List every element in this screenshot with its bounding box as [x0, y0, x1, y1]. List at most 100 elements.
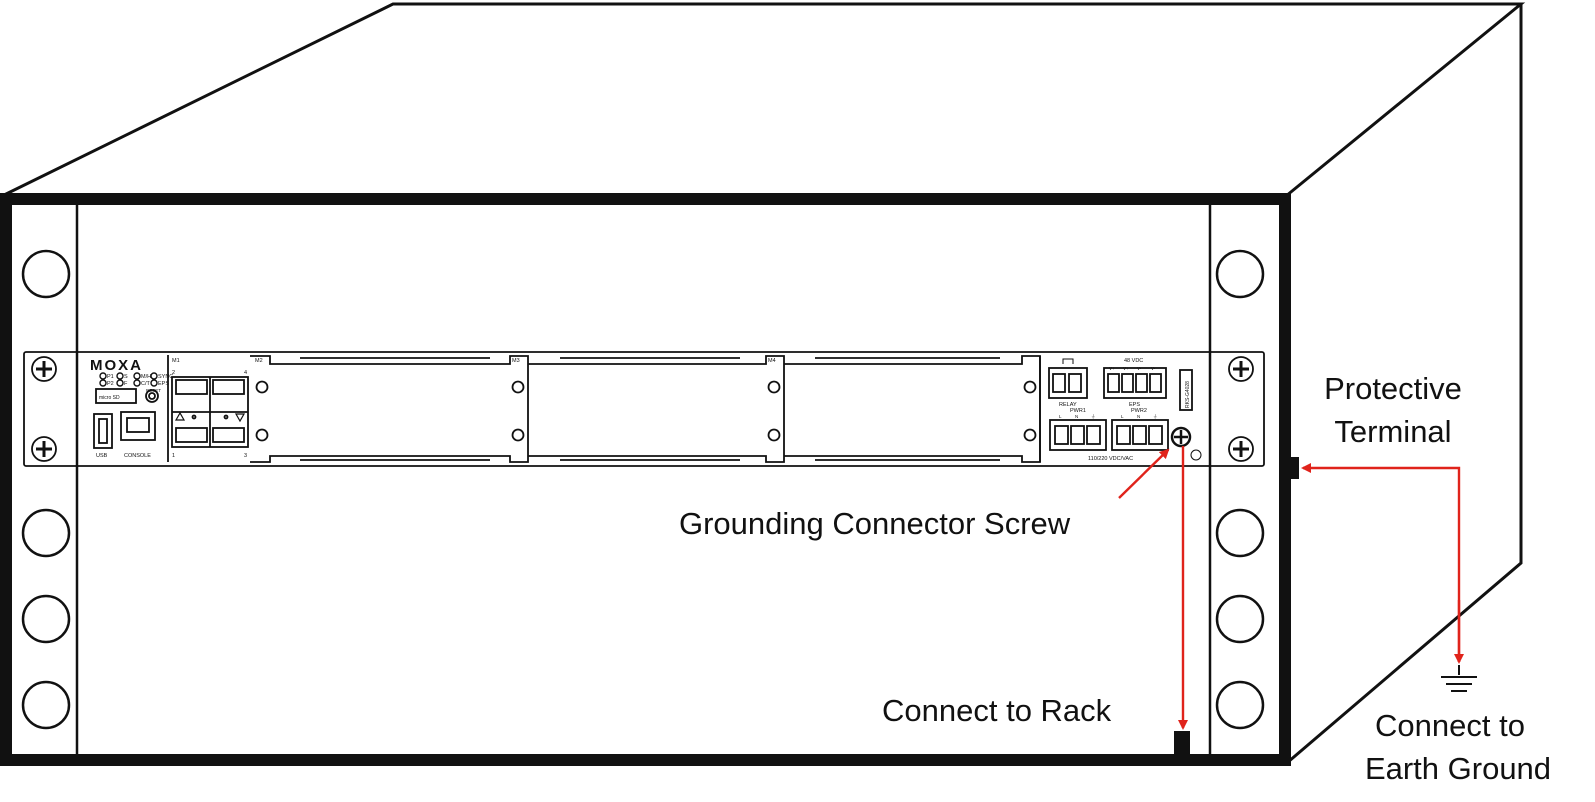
pwr-pin: ⏚	[1091, 413, 1096, 419]
port-number: 3	[244, 453, 247, 459]
eps-pin: V+	[1123, 366, 1129, 371]
microsd-slot[interactable]	[95, 388, 137, 404]
pwr-pin: L	[1059, 414, 1062, 419]
rack-right-side	[1287, 4, 1523, 764]
slot-screw	[1023, 428, 1037, 442]
slot-m2-blank	[250, 355, 529, 463]
eps-pin: V-	[1151, 366, 1156, 371]
ear-screw	[1228, 356, 1254, 382]
eps-pin: V-	[1137, 366, 1142, 371]
slot-screw	[511, 428, 525, 442]
wire-terminal-to-earth	[1301, 463, 1461, 662]
ear-screw	[31, 436, 57, 462]
slot-label-m1: M1	[172, 358, 180, 364]
pwr-pin: N	[1137, 414, 1140, 419]
sfp-port[interactable]	[175, 427, 208, 443]
led-label: C/T	[141, 381, 151, 387]
rail-hole	[21, 249, 71, 299]
rail-hole	[1215, 508, 1265, 558]
usb-port[interactable]	[93, 413, 113, 449]
rail-hole	[21, 594, 71, 644]
grounding-connector-screw[interactable]	[1170, 426, 1192, 448]
ground-symbol-small	[1190, 449, 1202, 461]
sfp-port[interactable]	[212, 379, 245, 395]
pwr2-terminal[interactable]	[1111, 419, 1169, 451]
port-number: 4	[244, 370, 247, 376]
rail-hole	[21, 508, 71, 558]
management-panel	[93, 388, 159, 449]
slot-label-m2: M2	[255, 358, 263, 364]
rack-top-edge	[1, 2, 1526, 198]
right-rack-rail	[1208, 205, 1265, 754]
sfp-port[interactable]	[212, 427, 245, 443]
rail-hole	[1215, 249, 1265, 299]
slot-screw	[511, 380, 525, 394]
model-label-plate	[1179, 369, 1193, 411]
pwr1-terminal[interactable]	[1049, 419, 1107, 451]
pwr1-label: PWR1	[1070, 408, 1086, 414]
grounding-wires	[1118, 446, 1464, 730]
slot-label-m4: M4	[768, 358, 776, 364]
slot-screw	[255, 428, 269, 442]
led-indicators	[99, 372, 158, 387]
reset-label: RESET	[146, 388, 161, 393]
slot-screw	[1023, 380, 1037, 394]
led-label: S	[124, 374, 128, 380]
slot-screw	[767, 380, 781, 394]
slot-label-m3: M3	[512, 358, 520, 364]
sfp-port[interactable]	[175, 379, 208, 395]
relay-label: RELAY	[1059, 402, 1077, 408]
led-label: F	[124, 381, 128, 387]
usb-label: USB	[96, 453, 108, 459]
rack-cabinet	[1, 2, 1526, 764]
pwr-pin: L	[1121, 414, 1124, 419]
relay-terminal[interactable]	[1048, 358, 1088, 399]
label-grounding-screw: Grounding Connector Screw	[679, 506, 1071, 541]
label-protective-terminal-1: Protective	[1324, 371, 1462, 406]
led-label: P2	[107, 381, 114, 387]
label-protective-terminal-2: Terminal	[1334, 414, 1451, 449]
label-earth-ground-2: Earth Ground	[1365, 751, 1551, 786]
rail-hole	[21, 680, 71, 730]
sfp-port-cage	[171, 376, 249, 448]
microsd-label: micro SD	[99, 395, 120, 401]
vdc-label: 48 VDC	[1124, 358, 1143, 364]
chassis-outline	[23, 351, 1265, 467]
rack-front-frame	[0, 193, 1291, 766]
eps-pin: V+	[1109, 366, 1115, 371]
label-earth-ground-1: Connect to	[1375, 708, 1525, 743]
model-label: RKS-G4028	[1185, 381, 1191, 408]
rail-hole	[1215, 594, 1265, 644]
ear-screw	[1228, 436, 1254, 462]
eps-terminal[interactable]	[1103, 367, 1167, 399]
port-number: 2	[172, 370, 175, 376]
arrow-to-grounding-screw	[1118, 448, 1170, 499]
protective-terminal[interactable]	[1285, 457, 1299, 479]
slot-m4-blank	[784, 355, 1041, 463]
left-rack-rail	[21, 205, 79, 754]
slot-screw	[255, 380, 269, 394]
reset-button[interactable]	[145, 389, 159, 403]
console-port[interactable]	[120, 411, 156, 441]
led-label: M/H	[141, 374, 151, 380]
slot-screw	[767, 428, 781, 442]
console-label: CONSOLE	[124, 453, 151, 459]
brand-logo: MOXA	[90, 357, 143, 374]
ear-screw	[31, 356, 57, 382]
port-number: 1	[172, 453, 175, 459]
pwr-pin: ⏚	[1153, 413, 1158, 419]
led-label: SYNC	[158, 374, 173, 380]
label-connect-rack: Connect to Rack	[882, 693, 1112, 728]
rack-ground-point[interactable]	[1174, 731, 1190, 755]
earth-ground-icon	[1441, 665, 1477, 692]
eps-label: EPS	[1129, 402, 1140, 408]
vac-label: 110/220 VDC/VAC	[1088, 456, 1133, 462]
led-label: P1	[107, 374, 114, 380]
led-label: EPS	[158, 381, 169, 387]
pwr2-label: PWR2	[1131, 408, 1147, 414]
slot-m3-blank	[528, 355, 785, 463]
pwr-pin: N	[1075, 414, 1078, 419]
switch-chassis	[23, 351, 1265, 467]
